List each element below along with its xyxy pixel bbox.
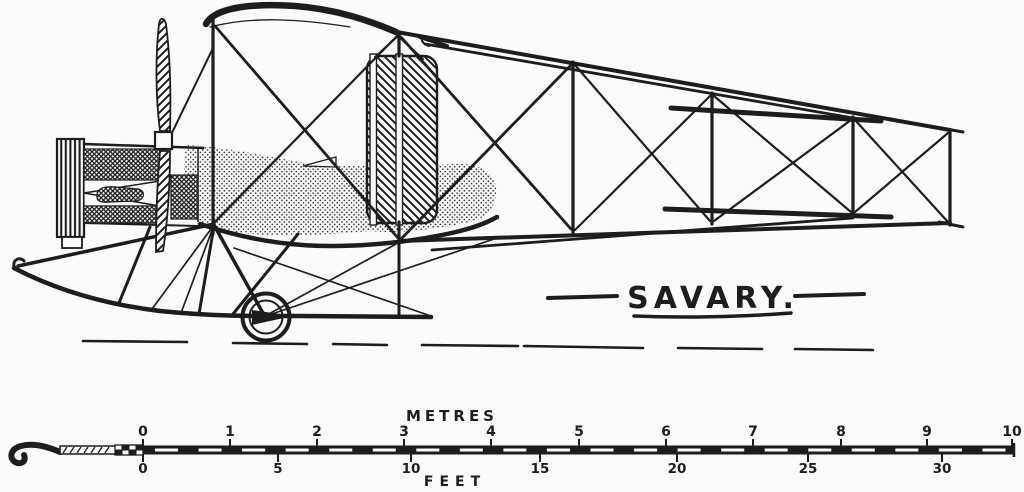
lower-boom-far — [430, 216, 855, 252]
scale-bar: METRES 0 1 2 3 4 5 6 7 — [8, 407, 1022, 490]
feet-tick-label: 25 — [799, 461, 818, 477]
upper-wing-trailing-tick — [418, 35, 449, 48]
skid-top-rail — [16, 222, 216, 268]
radiator-foot — [61, 236, 83, 249]
metre-tick-label: 2 — [312, 424, 322, 440]
nacelle-bottom-line — [83, 222, 199, 227]
metre-tick-label: 1 — [225, 424, 235, 440]
metre-tick-label: 5 — [574, 424, 584, 440]
feet-tick-label: 30 — [933, 461, 952, 477]
upper-wing-underside — [209, 19, 351, 28]
title-dash-right — [793, 292, 866, 298]
scale-hook-end — [8, 441, 63, 467]
feet-tick-label: 10 — [402, 461, 421, 477]
feet-tick-label: 0 — [138, 461, 147, 477]
ground-line — [81, 339, 875, 352]
engine-block-rear — [170, 174, 199, 220]
nacelle-top-line — [83, 142, 205, 150]
propeller-hub — [153, 130, 174, 151]
engine-block-lower — [83, 205, 165, 224]
interplane-curtain — [365, 53, 439, 226]
bracing-wires — [169, 24, 950, 241]
radiator — [55, 137, 86, 239]
scale-subdivision-section — [59, 444, 144, 456]
tailplane-upper — [668, 105, 884, 124]
metres-scale-label: METRES — [406, 407, 498, 425]
gear-wires — [151, 224, 498, 319]
metre-tick-label: 0 — [138, 424, 148, 440]
upper-boom — [389, 29, 952, 132]
title-dash-left — [546, 294, 619, 300]
tailplane-lower — [662, 206, 894, 220]
metre-tick-label: 10 — [1002, 424, 1022, 440]
feet-tick-labels: 0 5 10 15 20 25 30 — [138, 461, 951, 477]
title-underline — [632, 311, 793, 319]
metre-tick-label: 7 — [748, 424, 758, 440]
metre-tick-label: 3 — [399, 424, 409, 440]
lower-wing-underside — [197, 214, 500, 249]
metre-ticks — [142, 439, 1013, 447]
upper-wing-trailing-hook — [420, 36, 430, 47]
truss-struts — [211, 18, 965, 245]
metre-tick-label: 8 — [836, 424, 846, 440]
lower-wing — [183, 145, 500, 249]
wheel-hub — [252, 310, 293, 325]
upper-wing-curve — [202, 1, 400, 36]
wing-root-wedge — [302, 156, 337, 168]
aircraft-title: SAVARY. — [627, 281, 799, 316]
metre-tick-label: 9 — [922, 424, 932, 440]
metre-tick-label: 6 — [661, 424, 671, 440]
engine-crankcase — [96, 186, 145, 203]
feet-tick-label: 20 — [668, 461, 687, 477]
upper-boom-far — [423, 42, 855, 120]
propeller — [153, 17, 174, 254]
engine-block-upper — [83, 148, 165, 181]
propeller-blade-lower — [155, 150, 171, 254]
metre-tick-label: 4 — [486, 424, 496, 440]
title-block: SAVARY. — [546, 281, 866, 319]
landing-skid — [11, 265, 434, 320]
scale-bar-body — [142, 445, 1015, 455]
skid-tip-hook — [12, 257, 26, 270]
wheel — [240, 291, 293, 343]
feet-tick-label: 15 — [531, 461, 550, 477]
feet-tick-label: 5 — [273, 461, 282, 477]
tail-truss — [169, 18, 965, 252]
gear-struts — [117, 223, 401, 317]
tailplane — [662, 105, 894, 220]
feet-scale-label: FEET — [424, 474, 486, 490]
feet-ticks — [142, 454, 943, 462]
upper-wing — [202, 1, 449, 48]
propeller-blade-upper — [155, 17, 172, 132]
metre-tick-labels: 0 1 2 3 4 5 6 7 8 9 10 — [138, 424, 1022, 440]
